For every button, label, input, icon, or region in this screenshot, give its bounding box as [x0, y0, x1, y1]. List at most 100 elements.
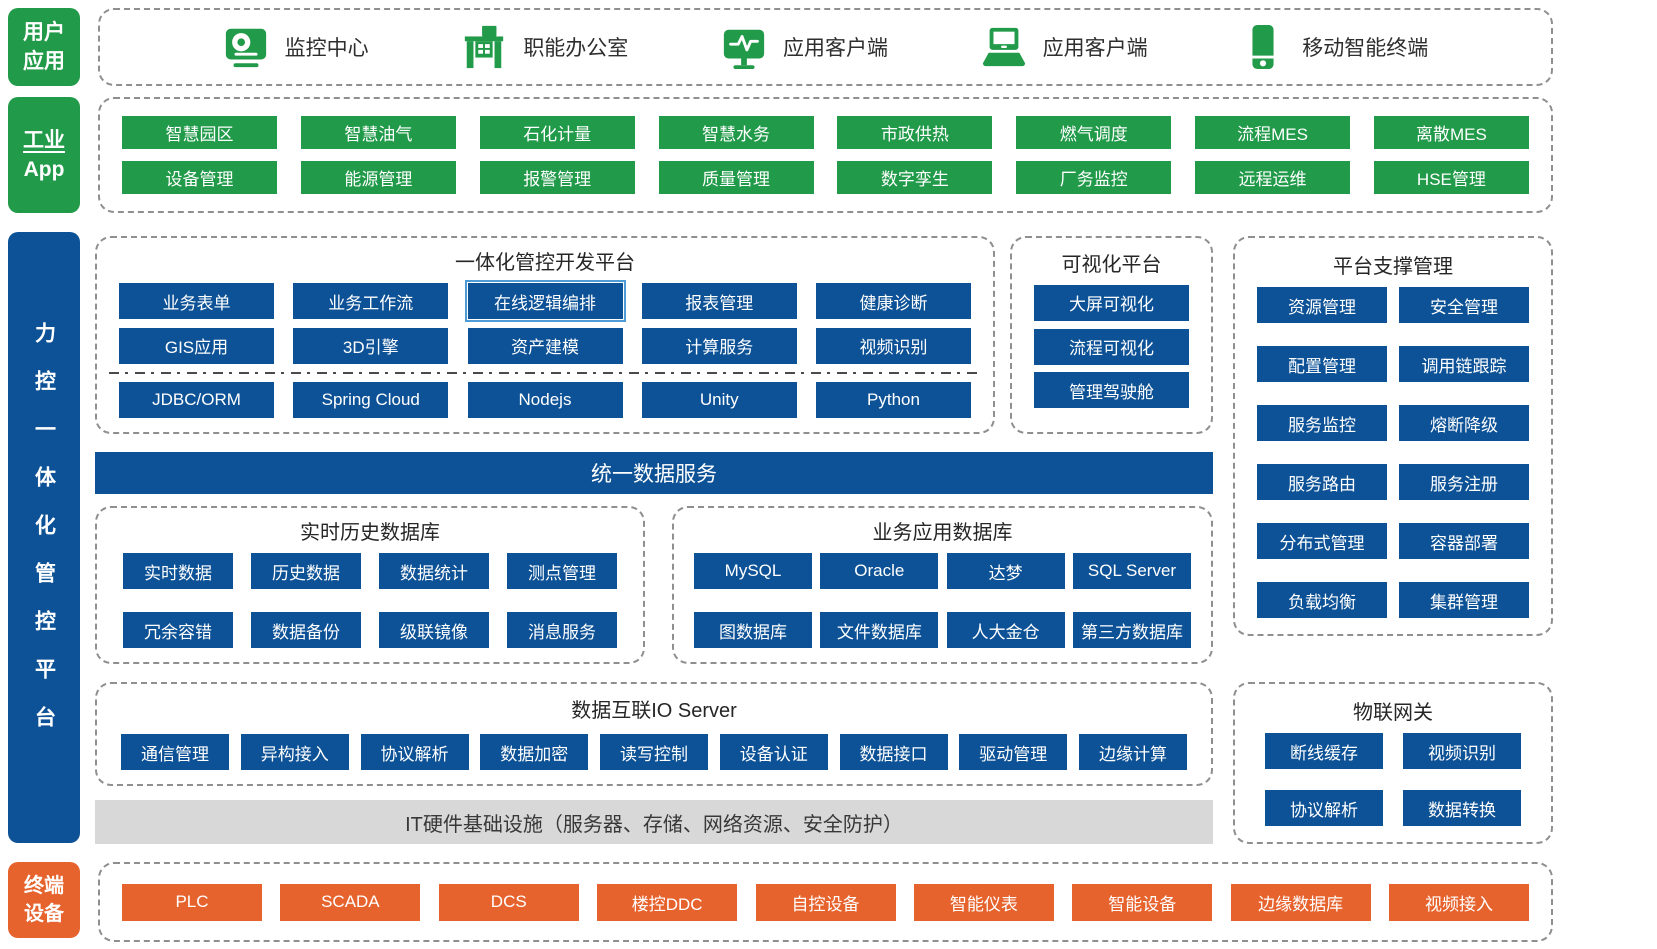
realtime-history-db-button: 历史数据: [251, 553, 361, 589]
industrial-app-button: 报警管理: [479, 161, 635, 194]
business-app-db-title: 业务应用数据库: [872, 522, 1013, 544]
visualization-button: 大屏可视化: [1034, 284, 1189, 321]
realtime-history-db-button: 级联镜像: [379, 612, 489, 648]
support-management-button: 配置管理: [1257, 346, 1387, 382]
industrial-app-button: 数字孪生: [837, 161, 993, 194]
support-management-button: 调用链跟踪: [1399, 346, 1529, 382]
office-desk-icon: [461, 24, 507, 70]
dev-platform-button: Spring Cloud: [293, 382, 449, 418]
smartphone-icon: [1240, 24, 1286, 70]
industrial-app-button: 智慧水务: [658, 116, 814, 149]
visualization-button: 管理驾驶舱: [1034, 372, 1189, 409]
industrial-app-button: 燃气调度: [1016, 116, 1172, 149]
io-server-title: 数据互联IO Server: [571, 700, 737, 722]
user-app-item: 移动智能终端: [1240, 24, 1428, 70]
support-management-button: 集群管理: [1399, 582, 1529, 618]
industrial-app-button: 厂务监控: [1016, 161, 1172, 194]
visualization-title: 可视化平台: [1061, 254, 1162, 276]
io-server-button: 协议解析: [360, 734, 469, 770]
terminal-device-button: SCADA: [280, 883, 421, 921]
io-server-button: 异构接入: [240, 734, 349, 770]
realtime-history-db-button: 实时数据: [123, 553, 233, 589]
laptop-icon: [981, 24, 1027, 70]
io-server-button: 数据加密: [480, 734, 589, 770]
industrial-app-button: 质量管理: [658, 161, 814, 194]
iot-gateway-button: 数据转换: [1403, 790, 1521, 826]
industrial-app-button: 远程运维: [1195, 161, 1351, 194]
terminal-device-button: PLC: [122, 883, 262, 921]
terminal-device-button: 智能设备: [1072, 883, 1213, 921]
support-management-button: 服务路由: [1257, 464, 1387, 500]
industrial-app-button: HSE管理: [1373, 161, 1529, 194]
it-infrastructure-banner: IT硬件基础设施（服务器、存储、网络资源、安全防护）: [95, 800, 1213, 844]
it-infrastructure-label: IT硬件基础设施（服务器、存储、网络资源、安全防护）: [405, 813, 903, 836]
support-management-button: 资源管理: [1257, 287, 1387, 323]
business-app-db-button: 图数据库: [694, 612, 812, 648]
user-app-item: 应用客户端: [721, 24, 888, 70]
dev-platform-button: 资产建模: [467, 327, 623, 364]
business-app-db-button: 第三方数据库: [1072, 612, 1191, 648]
user-app-item: 监控中心: [223, 24, 369, 70]
user-app-item-label: 应用客户端: [1042, 37, 1148, 60]
support-management-title: 平台支撑管理: [1333, 256, 1453, 278]
terminal-devices-label-line1: 终端: [24, 875, 64, 897]
io-server-buttons: 通信管理异构接入协议解析数据加密读写控制设备认证数据接口驱动管理边缘计算: [121, 734, 1187, 770]
support-management-button: 服务监控: [1257, 405, 1387, 441]
support-management-buttons: 资源管理安全管理配置管理调用链跟踪服务监控熔断降级服务路由服务注册分布式管理容器…: [1257, 287, 1529, 618]
industrial-apps-label-line1: 工业: [23, 128, 65, 152]
user-app-item: 职能办公室: [461, 24, 628, 70]
platform-side-label-text: 力控一体化管控平台: [32, 321, 56, 754]
dev-platform-button: GIS应用: [119, 327, 274, 364]
unified-data-service-banner: 统一数据服务: [95, 452, 1213, 494]
dev-platform-button: 业务表单: [119, 283, 274, 320]
dev-platform-button: 视频识别: [816, 327, 971, 364]
dev-platform-button: JDBC/ORM: [119, 382, 274, 418]
io-server-button: 通信管理: [121, 734, 229, 770]
realtime-history-db-button: 测点管理: [507, 553, 617, 589]
realtime-history-db-title: 实时历史数据库: [300, 522, 440, 544]
support-management-section: 平台支撑管理 资源管理安全管理配置管理调用链跟踪服务监控熔断降级服务路由服务注册…: [1233, 236, 1553, 636]
iot-gateway-section: 物联网关 断线缓存视频识别协议解析数据转换: [1233, 682, 1553, 844]
user-app-item: 应用客户端: [981, 24, 1148, 70]
user-apps-section: 监控中心 职能办公室 应用客户: [98, 8, 1553, 86]
business-app-db-button: Oracle: [820, 553, 939, 589]
industrial-app-button: 石化计量: [479, 116, 635, 149]
dev-platform-title: 一体化管控开发平台: [455, 252, 635, 274]
industrial-apps-side-label: 工业 App: [8, 97, 80, 213]
industrial-app-button: 能源管理: [300, 161, 456, 194]
dev-platform-row1: 业务表单业务工作流在线逻辑编排报表管理健康诊断: [119, 280, 971, 323]
realtime-history-db-button: 消息服务: [507, 612, 617, 648]
user-apps-label-line2: 应用: [23, 50, 65, 73]
terminal-device-button: 视频接入: [1389, 883, 1529, 921]
terminal-devices-side-label: 终端 设备: [8, 862, 80, 938]
dev-platform-button: 计算服务: [641, 327, 797, 364]
user-apps-side-label: 用户 应用: [8, 8, 80, 86]
support-management-button: 服务注册: [1399, 464, 1529, 500]
terminal-device-button: DCS: [438, 883, 579, 921]
terminal-devices-label-line2: 设备: [24, 903, 64, 925]
business-app-db-button: 达梦: [946, 553, 1065, 589]
user-app-item-label: 职能办公室: [523, 37, 629, 60]
dev-platform-row3: JDBC/ORM Spring Cloud Nodejs Unity Python: [119, 382, 971, 418]
business-app-db-button: SQL Server: [1072, 553, 1191, 589]
dev-platform-button: Nodejs: [467, 382, 623, 418]
business-app-db-button: MySQL: [694, 553, 812, 589]
terminal-device-button: 自控设备: [755, 883, 896, 921]
dev-platform-button: Unity: [641, 382, 797, 418]
industrial-app-button: 智慧油气: [300, 116, 456, 149]
realtime-history-db-section: 实时历史数据库 实时数据历史数据数据统计测点管理冗余容错数据备份级联镜像消息服务: [95, 506, 645, 664]
terminal-device-button: 智能仪表: [913, 883, 1054, 921]
industrial-app-button: 离散MES: [1373, 116, 1529, 149]
dev-platform-button: 健康诊断: [816, 283, 971, 320]
iot-gateway-button: 协议解析: [1265, 790, 1383, 826]
pulse-screen-icon: [721, 24, 767, 70]
industrial-app-button: 智慧园区: [122, 116, 277, 149]
support-management-button: 负载均衡: [1257, 582, 1387, 618]
dev-platform-button: Python: [816, 382, 971, 418]
industrial-app-button: 流程MES: [1195, 116, 1351, 149]
